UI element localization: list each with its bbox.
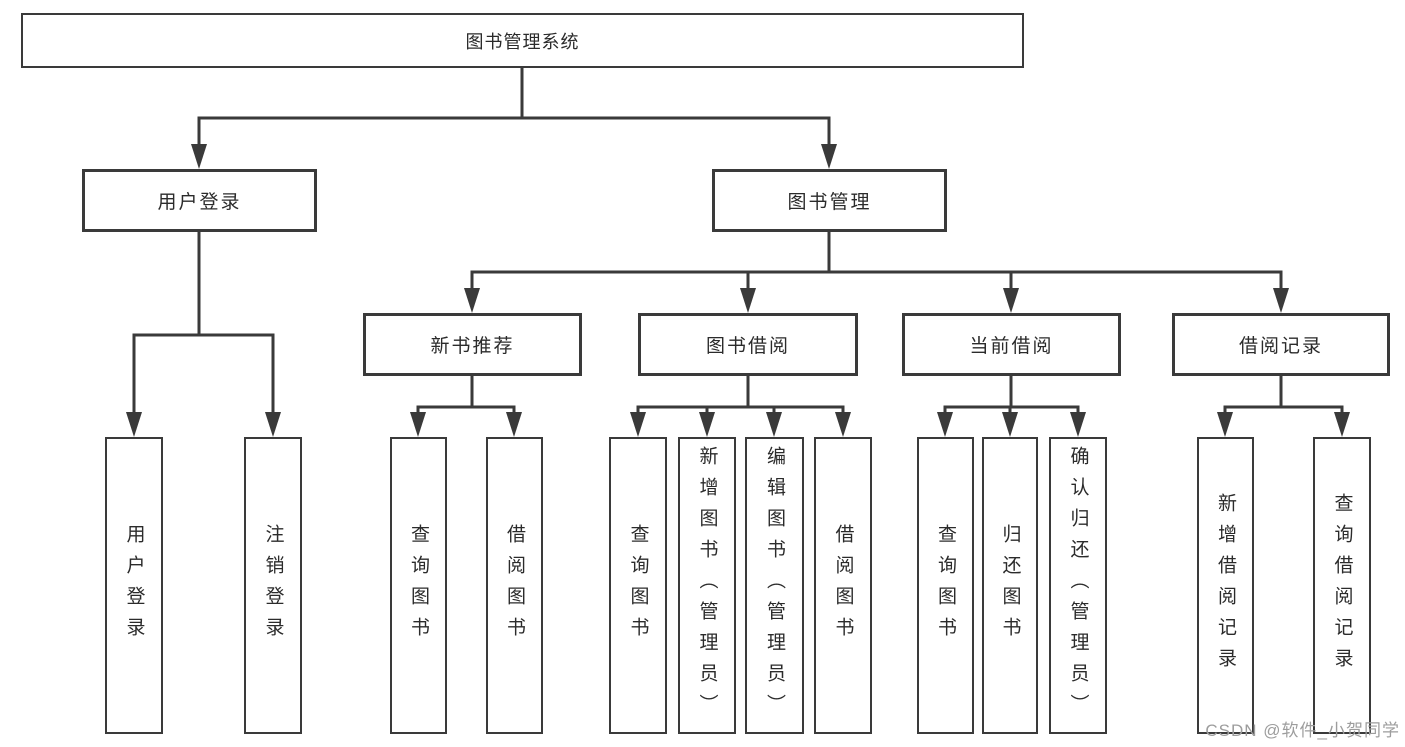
leaf-add-books-admin: 新增图书（管理员） [678,437,736,734]
watermark: CSDN @软件_小贺同学 [1205,721,1400,740]
leaf-query-books-recommend-label: 查询图书 [408,523,429,648]
leaf-logout-login-label: 注销登录 [262,523,284,648]
leaf-add-borrow-record: 新增借阅记录 [1197,437,1254,734]
node-user-login: 用户登录 [82,169,317,232]
node-book-management: 图书管理 [712,169,947,232]
leaf-borrow-books-borrow: 借阅图书 [814,437,872,734]
leaf-query-books-borrow-label: 查询图书 [627,523,649,648]
node-user-login-label: 用户登录 [157,192,242,213]
leaf-borrow-books-borrow-label: 借阅图书 [832,523,854,648]
node-current-borrowing: 当前借阅 [902,313,1121,376]
node-new-book-recommend: 新书推荐 [363,313,582,376]
leaf-query-books-borrow: 查询图书 [609,437,667,734]
node-book-management-label: 图书管理 [787,192,872,213]
leaf-confirm-return-admin-label: 确认归还（管理员） [1067,446,1089,725]
leaf-add-borrow-record-label: 新增借阅记录 [1215,492,1236,679]
leaf-borrow-books-recommend-label: 借阅图书 [504,523,525,648]
node-book-borrowing-label: 图书借阅 [705,336,790,357]
arrow-down-icons [126,144,1350,437]
node-borrowing-records-label: 借阅记录 [1238,336,1323,357]
leaf-confirm-return-admin: 确认归还（管理员） [1049,437,1107,734]
leaf-edit-books-admin: 编辑图书（管理员） [745,437,804,734]
leaf-edit-books-admin-label: 编辑图书（管理员） [764,446,785,725]
node-root-label: 图书管理系统 [465,31,580,52]
leaf-query-books-current-label: 查询图书 [935,523,956,648]
leaf-borrow-books-recommend: 借阅图书 [486,437,543,734]
node-borrowing-records: 借阅记录 [1172,313,1390,376]
leaf-user-login-label: 用户登录 [123,523,145,648]
leaf-return-books: 归还图书 [982,437,1038,734]
leaf-user-login: 用户登录 [105,437,163,734]
leaf-add-books-admin-label: 新增图书（管理员） [696,446,718,725]
leaf-return-books-label: 归还图书 [999,523,1021,648]
leaf-query-borrow-record: 查询借阅记录 [1313,437,1371,734]
node-new-book-recommend-label: 新书推荐 [430,336,515,357]
leaf-logout-login: 注销登录 [244,437,302,734]
leaf-query-borrow-record-label: 查询借阅记录 [1331,492,1353,679]
node-book-borrowing: 图书借阅 [638,313,858,376]
leaf-query-books-recommend: 查询图书 [390,437,447,734]
leaf-query-books-current: 查询图书 [917,437,974,734]
node-root: 图书管理系统 [21,13,1024,68]
node-current-borrowing-label: 当前借阅 [969,336,1054,357]
